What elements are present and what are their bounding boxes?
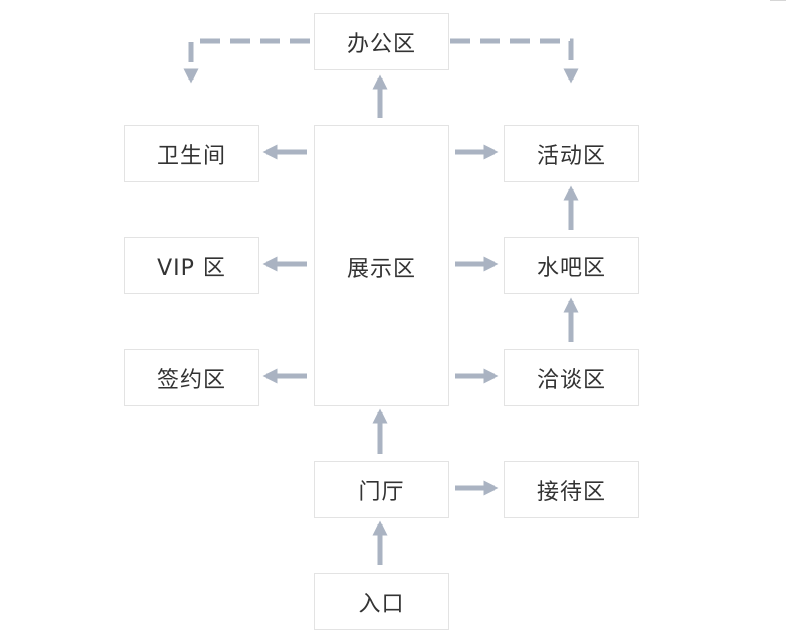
node-office: 办公区 <box>314 13 449 70</box>
node-activity: 活动区 <box>504 125 639 182</box>
dashed-arrow-office-to-restroom <box>183 38 310 84</box>
node-signing: 签约区 <box>124 349 259 406</box>
node-lobby: 门厅 <box>314 461 449 518</box>
node-entrance: 入口 <box>314 573 449 630</box>
node-showroom: 展示区 <box>314 125 449 406</box>
dashed-arrow-office-to-activity <box>450 38 579 84</box>
corner-mark <box>770 0 786 4</box>
node-reception: 接待区 <box>504 461 639 518</box>
node-water-bar: 水吧区 <box>504 237 639 294</box>
node-restroom: 卫生间 <box>124 125 259 182</box>
node-negotiation: 洽谈区 <box>504 349 639 406</box>
node-vip: VIP 区 <box>124 237 259 294</box>
